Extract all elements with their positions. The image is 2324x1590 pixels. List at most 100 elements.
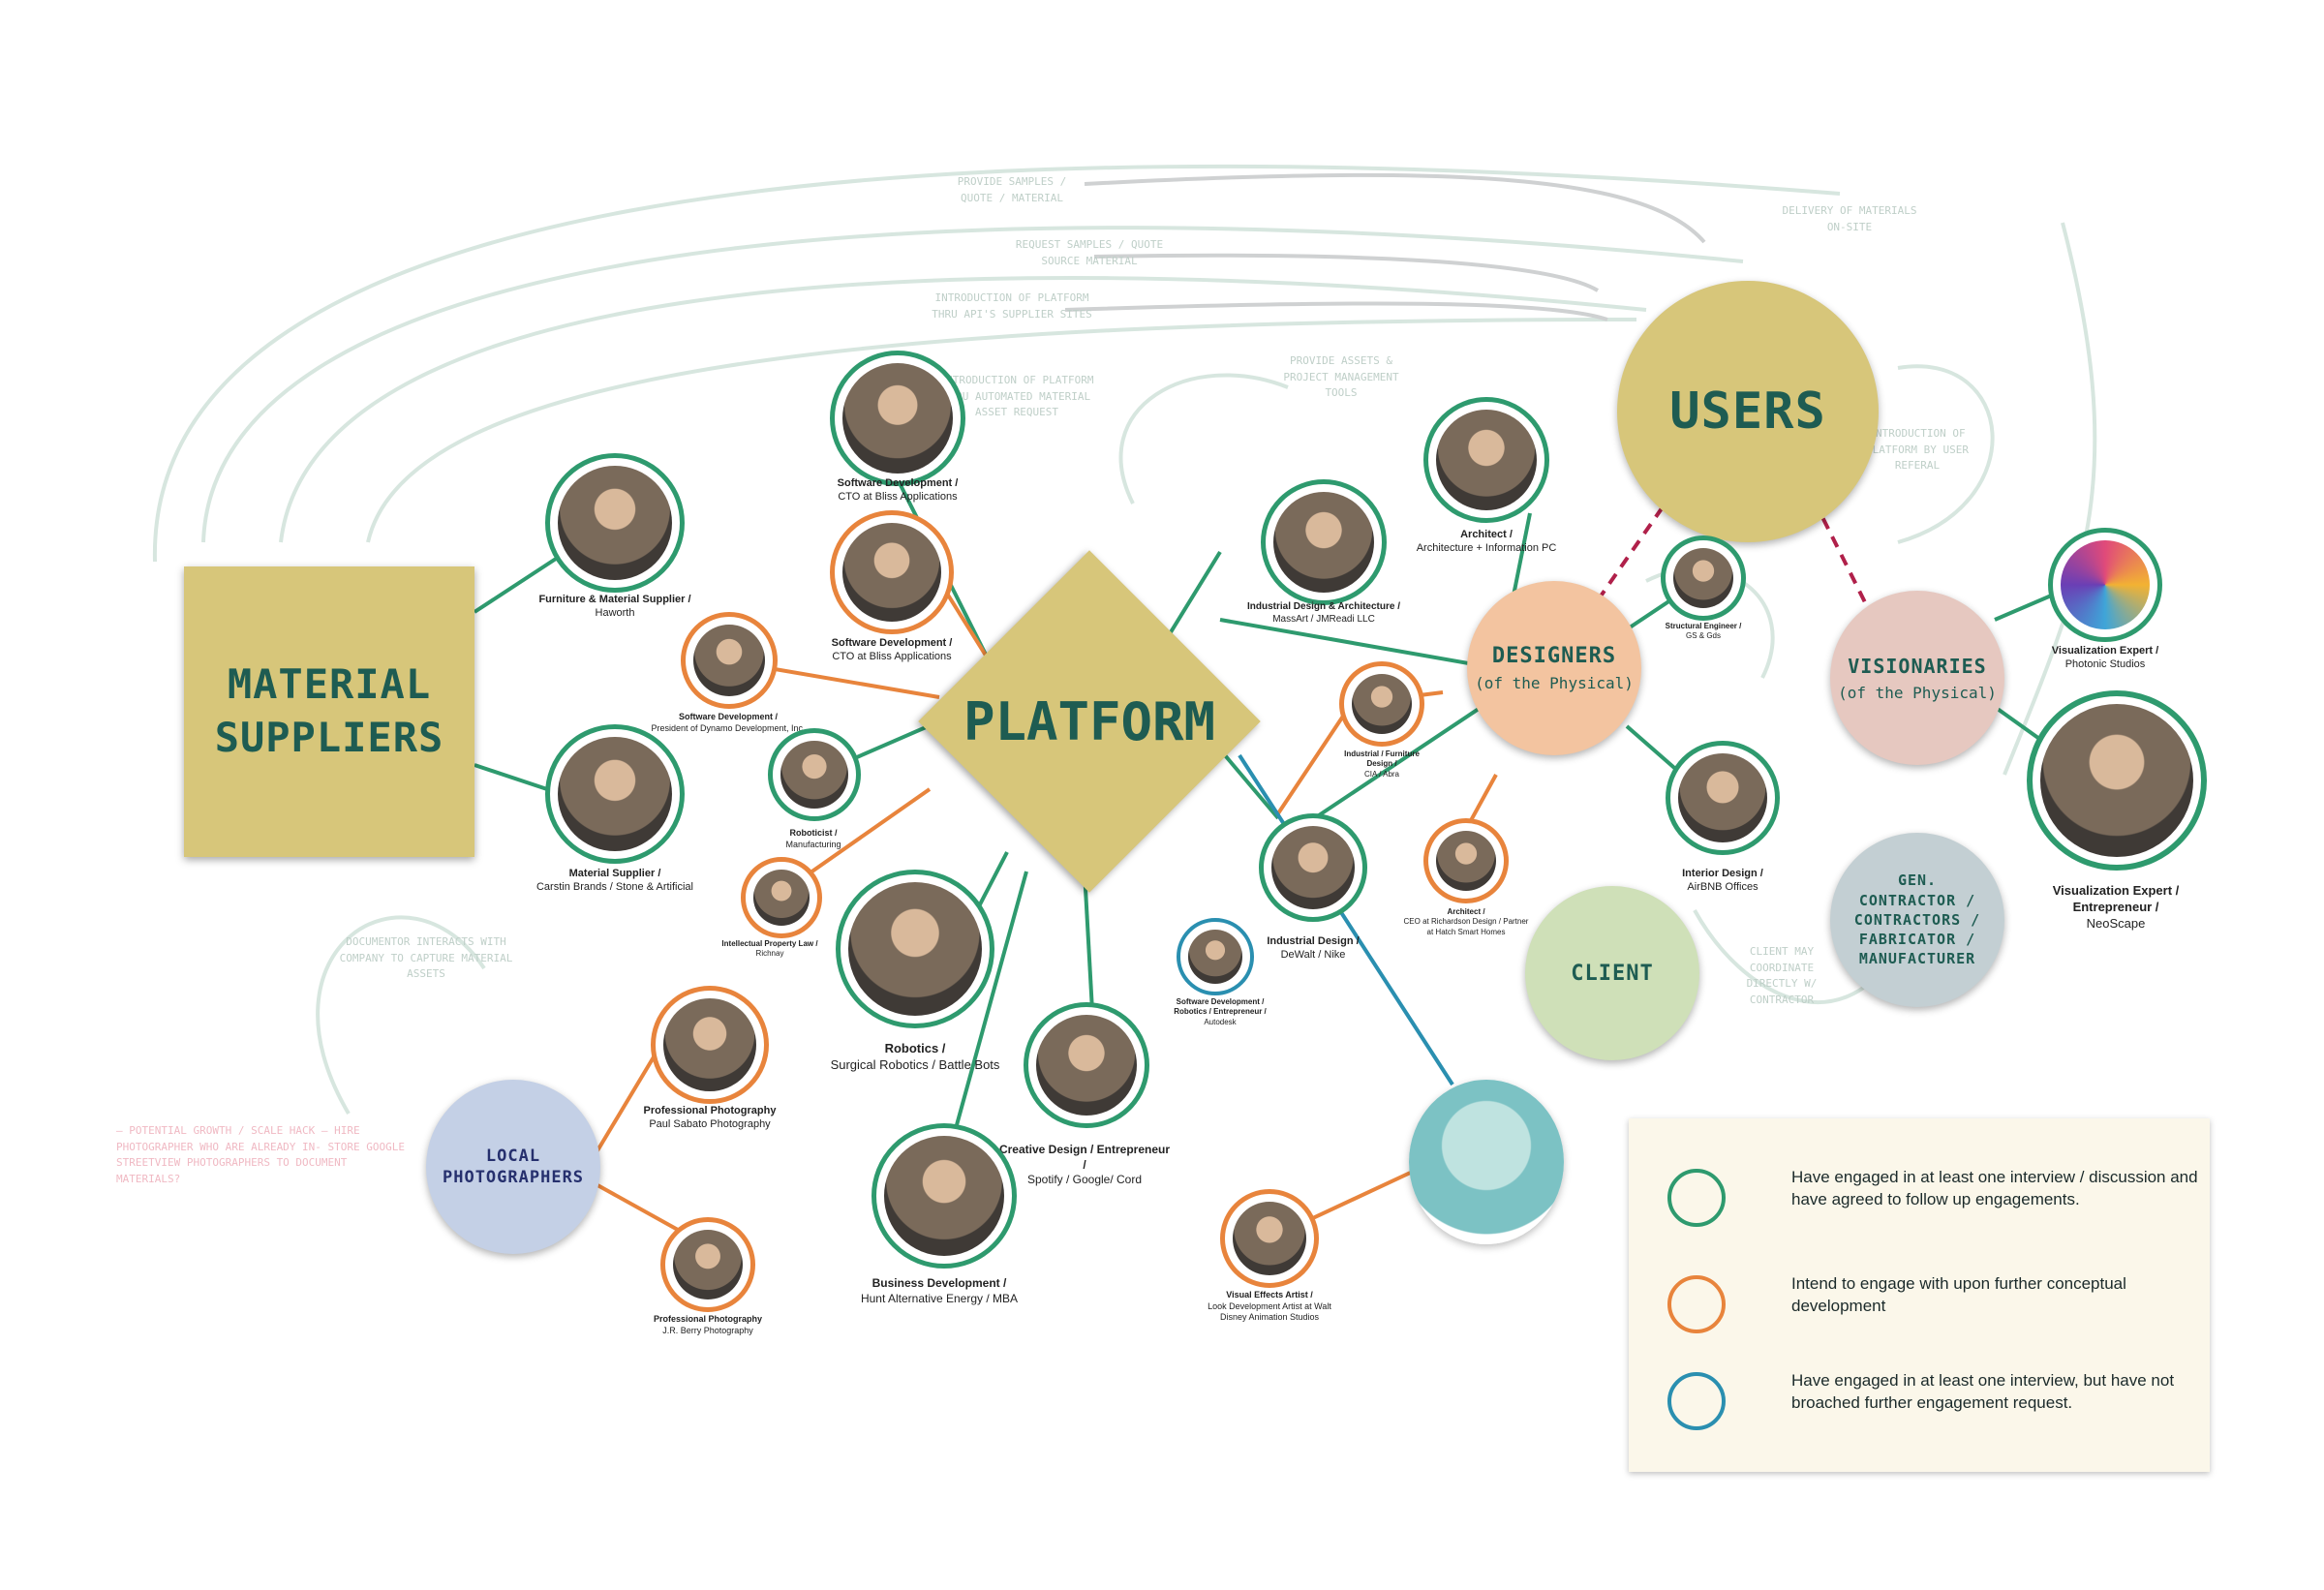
users-hub: USERS xyxy=(1617,281,1879,542)
org: Hunt Alternative Energy / MBA xyxy=(860,1291,1019,1305)
legend-text: Have engaged in at least one interview, … xyxy=(1791,1371,2175,1412)
note-client-contractor: CLIENT MAY COORDINATE DIRECTLY W/ CONTRA… xyxy=(1746,945,1818,1006)
role: Industrial / Furniture Design / xyxy=(1344,749,1420,769)
org: Paul Sabato Photography xyxy=(649,1118,771,1131)
designers-sublabel: (of the Physical) xyxy=(1475,674,1634,692)
caption-architect-info: Architect / Architecture + Information PC xyxy=(1399,528,1574,556)
material-suppliers-hub: MATERIAL SUPPLIERS xyxy=(184,566,474,857)
material-suppliers-label: MATERIAL SUPPLIERS xyxy=(214,660,444,761)
smile-icon-green xyxy=(1667,1169,1726,1227)
designers-label: DESIGNERS xyxy=(1491,644,1617,668)
local-photographers-label: LOCAL PHOTOGRAPHERS xyxy=(442,1146,585,1187)
caption-roboticist: Roboticist /Manufacturing xyxy=(726,828,901,850)
avatar-architect-info xyxy=(1423,397,1549,523)
caption-industrial-dewalt: Industrial Design /DeWalt / Nike xyxy=(1226,934,1400,963)
caption-industrial-design-arch: Industrial Design & Architecture /MassAr… xyxy=(1237,600,1411,626)
avatar-roboticist xyxy=(768,728,861,821)
legend-item-preliminary: Have engaged in at least one interview, … xyxy=(1667,1371,2190,1450)
avatar-software-autodesk xyxy=(1177,918,1254,995)
avatar-vfx-artist xyxy=(1220,1189,1319,1288)
caption-interior-design: Interior Design / AirBNB Offices xyxy=(1636,867,1810,895)
note-intro-automated: INTRODUCTION OF PLATFORM THRU AUTOMATED … xyxy=(939,374,1094,418)
caption-business-dev: Business Development /Hunt Alternative E… xyxy=(852,1276,1026,1306)
org: President of Dynamo Development, Inc. xyxy=(651,722,806,733)
avatar-interior-design xyxy=(1666,741,1780,855)
caption-robotics: Robotics /Surgical Robotics / Battle Bot… xyxy=(818,1041,1012,1074)
note-intro-api: INTRODUCTION OF PLATFORM THRU API'S SUPP… xyxy=(932,291,1092,321)
role: Software Development / xyxy=(831,637,953,649)
org: Carstin Brands / Stone & Artificial xyxy=(535,881,693,894)
note-growth-hack: — POTENTIAL GROWTH / SCALE HACK — HIRE P… xyxy=(116,1124,406,1185)
avatar-industrial-dewalt xyxy=(1259,813,1367,922)
org: Architecture + Information PC xyxy=(1416,542,1557,555)
role: Architect / xyxy=(1460,529,1513,540)
visionaries-sublabel: (of the Physical) xyxy=(1838,683,1997,702)
caption-creative-design: Creative Design / Entrepreneur /Spotify … xyxy=(997,1143,1172,1188)
legend-item-intend: Intend to engage with upon further conce… xyxy=(1667,1274,2190,1353)
role: Professional Photography xyxy=(643,1105,777,1116)
org: Manufacturing xyxy=(785,839,841,849)
role: Visualization Expert / Entrepreneur / xyxy=(2052,883,2180,914)
org: AirBNB Offices xyxy=(1687,881,1758,894)
note-user-referral: INTRODUCTION OF PLATFORM BY USER REFERAL xyxy=(1866,427,1969,472)
legend-text: Have engaged in at least one interview /… xyxy=(1791,1168,2198,1208)
avatar-software-cto-2 xyxy=(830,510,954,634)
smile-icon-blue xyxy=(1667,1372,1726,1430)
legend-text: Intend to engage with upon further conce… xyxy=(1791,1274,2126,1315)
org: CTO at Bliss Applications xyxy=(832,651,952,663)
visionaries-hub: VISIONARIES (of the Physical) xyxy=(1830,591,2004,765)
designers-hub: DESIGNERS (of the Physical) xyxy=(1467,581,1641,755)
role: Robotics / xyxy=(884,1041,946,1055)
org: GS & Gds xyxy=(1685,631,1721,641)
avatar-viz-neoscape xyxy=(2027,690,2207,871)
avatar-software-dynamo xyxy=(681,612,778,709)
role: Material Supplier / xyxy=(568,868,661,879)
role: Software Development / Robotics / Entrep… xyxy=(1174,997,1267,1017)
org: Haworth xyxy=(595,607,635,620)
role: Roboticist / xyxy=(789,828,838,838)
local-photographers-hub: LOCAL PHOTOGRAPHERS xyxy=(426,1080,600,1254)
org: CTO at Bliss Applications xyxy=(838,491,958,504)
org: Look Development Artist at Walt Disney A… xyxy=(1208,1300,1331,1323)
client-hub: CLIENT xyxy=(1525,886,1699,1060)
note-provide-samples: PROVIDE SAMPLES / QUOTE / MATERIAL xyxy=(957,175,1067,204)
caption-structural-engineer: Structural Engineer /GS & Gds xyxy=(1645,622,1761,642)
caption-ip-law: Intellectual Property Law /Richnay xyxy=(717,939,823,960)
role: Intellectual Property Law / xyxy=(721,939,818,948)
role: Software Development / xyxy=(837,477,959,489)
note-documentor: DOCUMENTOR INTERACTS WITH COMPANY TO CAP… xyxy=(339,935,513,980)
org: CIA / Abra xyxy=(1363,769,1400,779)
caption-industrial-furniture: Industrial / Furniture Design /CIA / Abr… xyxy=(1333,749,1430,780)
avatar-industrial-furniture xyxy=(1339,661,1424,747)
avatar-structural-engineer xyxy=(1661,535,1746,621)
note-request-samples: REQUEST SAMPLES / QUOTE SOURCE MATERIAL xyxy=(1015,238,1164,267)
avatar-furniture-supplier xyxy=(545,453,685,593)
smile-icon-orange xyxy=(1667,1275,1726,1333)
monster-illustration xyxy=(1409,1080,1564,1244)
avatar-material-supplier xyxy=(545,724,685,864)
legend-panel: Have engaged in at least one interview /… xyxy=(1629,1118,2210,1472)
role: Business Development / xyxy=(872,1276,1007,1290)
caption-software-dynamo: Software Development /President of Dynam… xyxy=(641,712,815,734)
role: Creative Design / Entrepreneur / xyxy=(998,1143,1171,1172)
caption-viz-neoscape: Visualization Expert / Entrepreneur /Neo… xyxy=(2019,883,2213,933)
caption-viz-photonic: Visualization Expert /Photonic Studios xyxy=(2018,644,2192,672)
caption-material-supplier: Material Supplier / Carstin Brands / Ston… xyxy=(528,867,702,895)
avatar-business-dev xyxy=(872,1123,1017,1269)
role: Interior Design / xyxy=(1682,868,1763,879)
role: Software Development / xyxy=(678,712,779,721)
avatar-architect-ceo xyxy=(1423,818,1509,903)
visionaries-label: VISIONARIES xyxy=(1848,654,1987,678)
legend-item-engaged: Have engaged in at least one interview /… xyxy=(1667,1168,2198,1246)
org: DeWalt / Nike xyxy=(1280,949,1346,962)
avatar-photographer-2 xyxy=(660,1217,755,1312)
org: Photonic Studios xyxy=(2064,658,2146,671)
caption-vfx-artist: Visual Effects Artist /Look Development … xyxy=(1197,1290,1342,1324)
role: Architect / xyxy=(1447,907,1485,916)
role: Furniture & Material Supplier / xyxy=(538,594,691,605)
org: Autodesk xyxy=(1204,1017,1237,1026)
platform-hub: PLATFORM xyxy=(918,550,1261,893)
